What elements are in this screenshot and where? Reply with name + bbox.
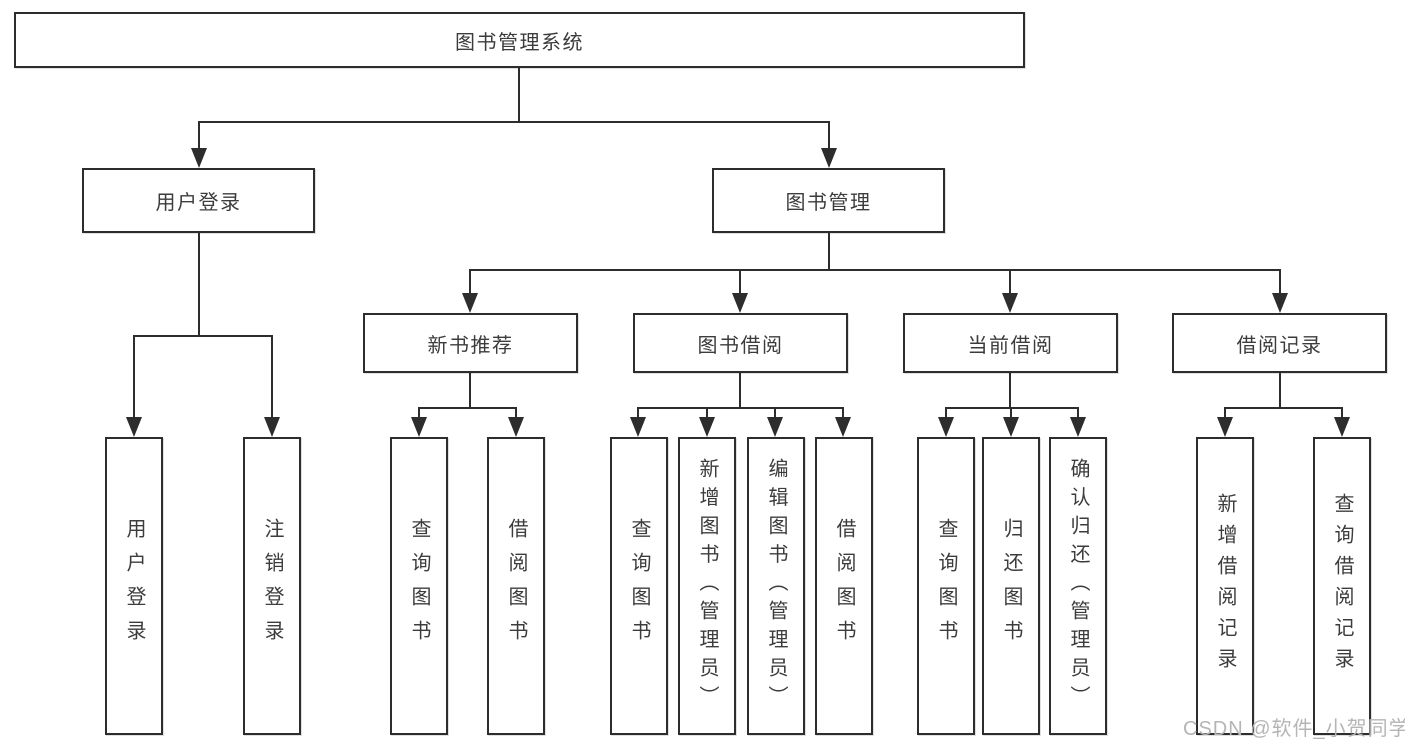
connector-mgmt-drop-1 <box>469 269 471 295</box>
connector-borrow-stem <box>739 373 741 409</box>
group-book-borrowing: 图书借阅 <box>633 313 848 373</box>
connector-mgmt-stem <box>828 233 830 271</box>
branch-user-login: 用户登录 <box>82 168 315 233</box>
connector-login-rail <box>134 335 273 337</box>
arrow-rec-borrow <box>508 417 524 437</box>
group-current-borrowing-label: 当前借阅 <box>967 334 1054 357</box>
connector-root-drop-left <box>198 121 200 151</box>
leaf-rec-query-books: 查询图书 <box>390 437 448 735</box>
arrow-to-group-borrowing <box>732 293 748 313</box>
connector-borrow-drop-3 <box>774 407 776 421</box>
csdn-watermark: CSDN @软件_小贺同学 <box>1183 718 1405 740</box>
connector-current-drop-2 <box>1010 407 1012 421</box>
leaf-confirm-return-admin: 确认归还（管理员） <box>1049 437 1107 735</box>
arrow-borrow-borrow <box>835 417 851 437</box>
leaf-query-borrow-record: 查询借阅记录 <box>1313 437 1371 735</box>
connector-mgmt-drop-2 <box>739 269 741 295</box>
connector-current-rail <box>946 407 1079 409</box>
leaf-rec-query-books-label: 查询图书 <box>408 518 430 654</box>
leaf-return-book-label: 归还图书 <box>1000 518 1022 654</box>
arrow-to-group-recommendation <box>462 293 478 313</box>
group-book-borrowing-label: 图书借阅 <box>697 334 784 357</box>
group-new-book-recommendation: 新书推荐 <box>363 313 578 373</box>
connector-login-stem <box>198 233 200 337</box>
connector-current-drop-1 <box>945 407 947 421</box>
arrow-to-user-login <box>191 148 207 168</box>
leaf-current-query-books-label: 查询图书 <box>935 518 957 654</box>
leaf-edit-book-admin-label: 编辑图书（管理员） <box>765 458 787 714</box>
leaf-query-borrow-record-label: 查询借阅记录 <box>1331 493 1353 679</box>
arrow-to-leaf-logout <box>264 417 280 437</box>
group-current-borrowing: 当前借阅 <box>903 313 1118 373</box>
root-node-label: 图书管理系统 <box>455 31 584 54</box>
leaf-add-book-admin-label: 新增图书（管理员） <box>696 458 718 714</box>
connector-borrow-drop-1 <box>637 407 639 421</box>
connector-records-stem <box>1279 373 1281 409</box>
connector-rec-drop-1 <box>418 407 420 421</box>
leaf-confirm-return-admin-label: 确认归还（管理员） <box>1067 458 1089 714</box>
arrow-to-group-current <box>1002 293 1018 313</box>
leaf-logout-label: 注销登录 <box>261 518 283 654</box>
connector-records-drop-1 <box>1224 407 1226 421</box>
connector-records-drop-2 <box>1341 407 1343 421</box>
connector-root-drop-right <box>828 121 830 151</box>
leaf-rec-borrow-books-label: 借阅图书 <box>505 518 527 654</box>
group-new-book-recommendation-label: 新书推荐 <box>427 334 514 357</box>
arrow-current-query <box>938 417 954 437</box>
branch-book-management: 图书管理 <box>712 168 945 233</box>
leaf-borrow-query-books-label: 查询图书 <box>628 518 650 654</box>
arrow-borrow-add <box>699 417 715 437</box>
arrow-records-add <box>1217 417 1233 437</box>
leaf-edit-book-admin: 编辑图书（管理员） <box>747 437 805 735</box>
connector-login-drop-left <box>133 335 135 420</box>
arrow-to-leaf-user-login <box>126 417 142 437</box>
leaf-add-book-admin: 新增图书（管理员） <box>678 437 736 735</box>
connector-login-drop-right <box>271 335 273 420</box>
group-borrowing-records: 借阅记录 <box>1172 313 1387 373</box>
leaf-borrow-book: 借阅图书 <box>815 437 873 735</box>
connector-root-stem <box>518 68 520 123</box>
connector-mgmt-drop-3 <box>1009 269 1011 295</box>
connector-rec-rail <box>419 407 517 409</box>
connector-borrow-drop-4 <box>842 407 844 421</box>
connector-current-drop-3 <box>1077 407 1079 421</box>
arrow-borrow-edit <box>767 417 783 437</box>
connector-records-rail <box>1225 407 1343 409</box>
leaf-add-borrow-record: 新增借阅记录 <box>1196 437 1254 735</box>
leaf-user-login-label: 用户登录 <box>123 518 145 654</box>
leaf-return-book: 归还图书 <box>982 437 1040 735</box>
arrow-to-book-management <box>821 148 837 168</box>
connector-borrow-rail <box>638 407 844 409</box>
leaf-borrow-book-label: 借阅图书 <box>833 518 855 654</box>
connector-current-stem <box>1009 373 1011 409</box>
connector-borrow-drop-2 <box>706 407 708 421</box>
root-node: 图书管理系统 <box>14 12 1025 68</box>
arrow-records-query <box>1334 417 1350 437</box>
connector-rec-stem <box>469 373 471 409</box>
leaf-logout: 注销登录 <box>243 437 301 735</box>
connector-mgmt-rail <box>470 269 1281 271</box>
connector-root-rail <box>199 121 830 123</box>
leaf-add-borrow-record-label: 新增借阅记录 <box>1214 493 1236 679</box>
arrow-rec-query <box>411 417 427 437</box>
connector-rec-drop-2 <box>515 407 517 421</box>
leaf-user-login: 用户登录 <box>105 437 163 735</box>
branch-book-management-label: 图书管理 <box>785 192 872 214</box>
arrow-borrow-query <box>630 417 646 437</box>
group-borrowing-records-label: 借阅记录 <box>1236 334 1323 357</box>
leaf-rec-borrow-books: 借阅图书 <box>487 437 545 735</box>
arrow-to-group-records <box>1272 293 1288 313</box>
arrow-current-confirm <box>1070 417 1086 437</box>
branch-user-login-label: 用户登录 <box>155 192 242 214</box>
arrow-current-return <box>1003 417 1019 437</box>
connector-mgmt-drop-4 <box>1279 269 1281 295</box>
leaf-current-query-books: 查询图书 <box>917 437 975 735</box>
leaf-borrow-query-books: 查询图书 <box>610 437 668 735</box>
